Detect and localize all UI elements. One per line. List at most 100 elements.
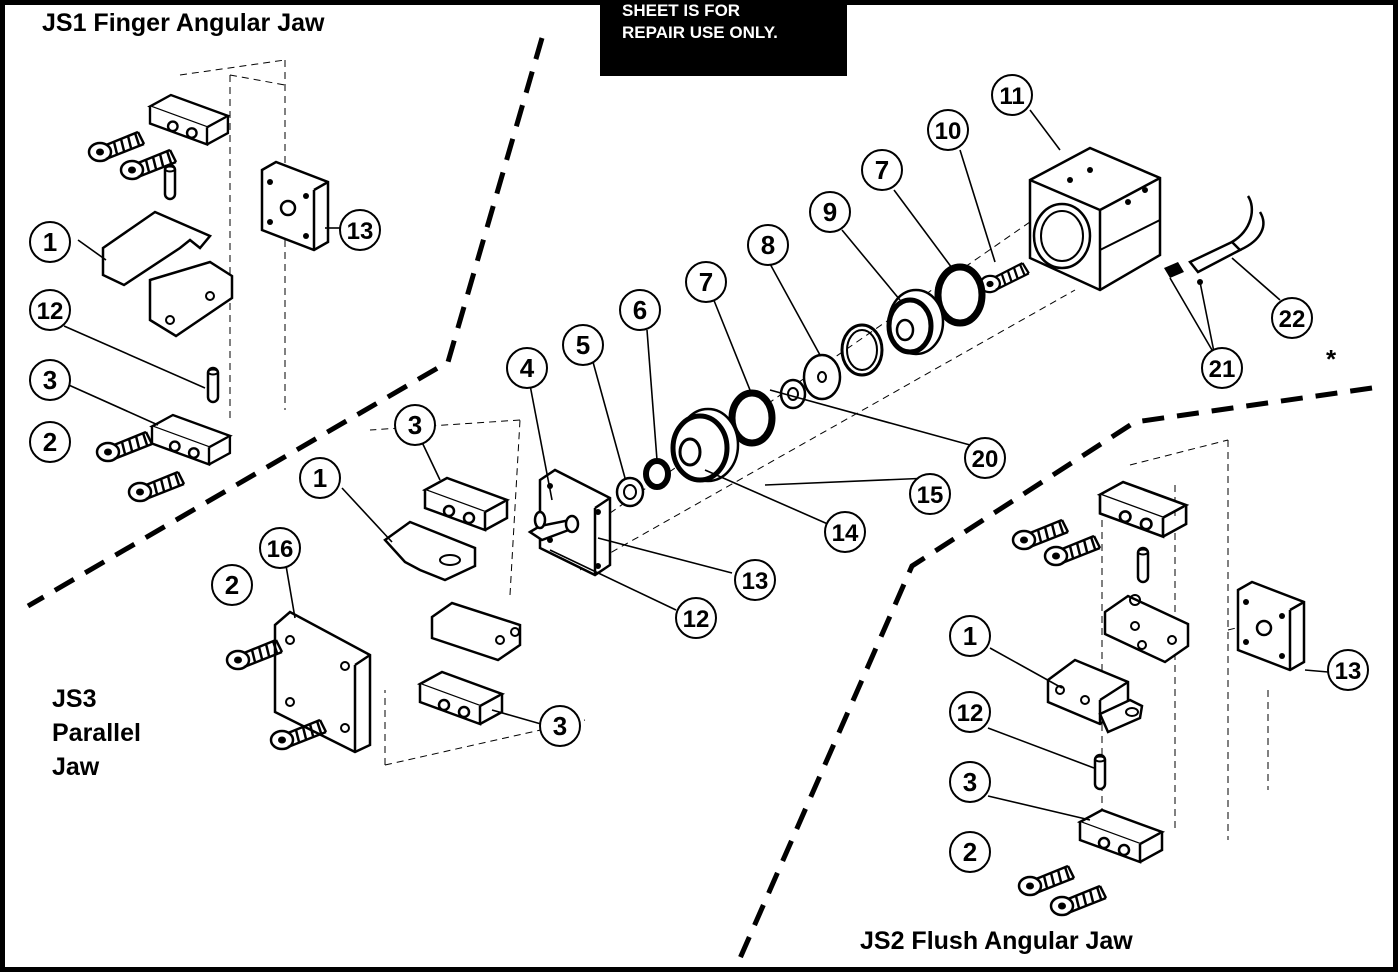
- callout-circle: [949, 831, 991, 873]
- repair-notice-box: SHEET IS FOR REPAIR USE ONLY.: [600, 0, 847, 76]
- callout-circle: [619, 289, 661, 331]
- callout-c9: 9: [809, 191, 851, 233]
- callout-c7b: 7: [685, 261, 727, 303]
- ring-part-20: [840, 323, 884, 377]
- callout-c22: 22: [1271, 297, 1313, 339]
- callout-number: 13: [742, 568, 769, 595]
- callout-circle: [1271, 297, 1313, 339]
- callout-c2_js2: 2: [949, 831, 991, 873]
- leader-lines: [61, 109, 1329, 821]
- callout-circle: [861, 149, 903, 191]
- callout-c1_js1: 1: [29, 221, 71, 263]
- callout-number: 9: [823, 197, 837, 227]
- callout-circle: [675, 597, 717, 639]
- callout-number: 3: [963, 767, 977, 797]
- callout-c1_js3: 1: [299, 457, 341, 499]
- callout-c2_js1: 2: [29, 421, 71, 463]
- callout-number: 16: [267, 536, 294, 563]
- callout-circle: [29, 359, 71, 401]
- cap-part-14: [670, 407, 740, 483]
- callout-c12_js1: 12: [29, 289, 71, 331]
- callout-c14: 14: [824, 511, 866, 553]
- callout-number: 2: [963, 837, 977, 867]
- callout-number: 12: [683, 606, 710, 633]
- callout-c3_js2: 3: [949, 761, 991, 803]
- callout-circle: [299, 457, 341, 499]
- callout-number: 7: [875, 155, 889, 185]
- callout-circle: [211, 564, 253, 606]
- js3-section-title-line-1: JS3: [52, 685, 97, 713]
- callout-c13m: 13: [734, 559, 776, 601]
- callout-number: 2: [43, 427, 57, 457]
- callout-c10: 10: [927, 109, 969, 151]
- callout-number: 5: [576, 330, 590, 360]
- notice-line-2: REPAIR USE ONLY.: [622, 23, 778, 42]
- callout-number: 13: [1335, 658, 1362, 685]
- callout-c13_js2: 13: [1327, 649, 1369, 691]
- screw-part-10: [977, 261, 1032, 295]
- rod-part-4: [527, 468, 612, 577]
- callout-c4: 4: [506, 347, 548, 389]
- js3-section-title-line-2: Parallel: [52, 719, 141, 747]
- notice-line-1: SHEET IS FOR: [622, 1, 741, 20]
- callout-circle: [685, 261, 727, 303]
- callout-c3_js1: 3: [29, 359, 71, 401]
- callout-circle: [29, 289, 71, 331]
- callout-number: 21: [1209, 356, 1236, 383]
- callout-number: 4: [520, 353, 535, 383]
- callout-number: 1: [43, 227, 57, 257]
- js3-jaw-parts: [225, 476, 522, 754]
- callout-number: 7: [699, 267, 713, 297]
- section-divider-js1: [26, 37, 545, 609]
- callout-circle: [29, 221, 71, 263]
- callout-circle: [949, 761, 991, 803]
- callout-number: 11: [999, 83, 1024, 110]
- callout-circle: [809, 191, 851, 233]
- callout-c7a: 7: [861, 149, 903, 191]
- callout-number: 14: [832, 520, 859, 547]
- callout-number: 10: [935, 118, 962, 145]
- callout-number: 22: [1279, 306, 1306, 333]
- asterisk-note-mark: *: [1326, 344, 1337, 374]
- callout-circle: [949, 691, 991, 733]
- callout-c11: 11: [991, 74, 1033, 116]
- callout-number: 12: [37, 298, 64, 325]
- js1-jaw-parts: [87, 93, 330, 503]
- callout-number: 8: [761, 230, 775, 260]
- callout-circle: [539, 705, 581, 747]
- piston-part-9: [886, 288, 945, 356]
- callout-circle: [824, 511, 866, 553]
- seal-part-7a: [934, 263, 986, 327]
- callout-circle: [1327, 649, 1369, 691]
- callout-c15: 15: [909, 473, 951, 515]
- callout-c6: 6: [619, 289, 661, 331]
- callout-number: 3: [553, 711, 567, 741]
- callout-circle: [562, 324, 604, 366]
- js2-section-title: JS2 Flush Angular Jaw: [860, 927, 1133, 955]
- callout-number: 20: [972, 446, 999, 473]
- callout-c8: 8: [747, 224, 789, 266]
- callout-c13_js1: 13: [339, 209, 381, 251]
- callout-c16: 16: [259, 527, 301, 569]
- callout-c20: 20: [964, 437, 1006, 479]
- callout-c3_js3a: 3: [394, 404, 436, 446]
- oring-part-6: [643, 458, 671, 490]
- callout-number: 3: [408, 410, 422, 440]
- callout-number: 2: [225, 570, 239, 600]
- callout-number: 3: [43, 365, 57, 395]
- bushing-part-5: [615, 476, 645, 508]
- callout-circle: [394, 404, 436, 446]
- section-divider-js2: [731, 385, 1373, 972]
- callout-c3_js3b: 3: [539, 705, 581, 747]
- callout-number: 1: [963, 621, 977, 651]
- callout-c5: 5: [562, 324, 604, 366]
- callout-number: 12: [957, 700, 984, 727]
- callout-c2_js3: 2: [211, 564, 253, 606]
- callout-number: 13: [347, 218, 374, 245]
- callout-c12_js2: 12: [949, 691, 991, 733]
- callout-circle: [1201, 347, 1243, 389]
- callout-circle: [927, 109, 969, 151]
- callout-circle: [506, 347, 548, 389]
- js3-section-title-line-3: Jaw: [52, 753, 100, 781]
- callout-circle: [259, 527, 301, 569]
